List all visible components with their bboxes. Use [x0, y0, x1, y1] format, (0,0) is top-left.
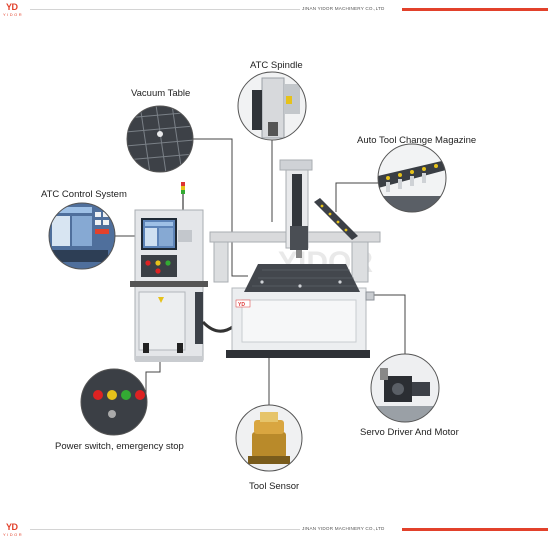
footer-company-name: JINAN YIDOR MACHINERY CO.,LTD	[302, 526, 385, 531]
power-cable	[201, 320, 235, 333]
header-divider	[30, 9, 300, 10]
cabinet-button-red	[145, 260, 151, 266]
yidor-logo: YD YIDOR	[3, 2, 24, 17]
spindle-head	[290, 226, 308, 250]
yidor-logo: YD YIDOR	[3, 522, 24, 537]
cnc-machine: YD	[209, 159, 381, 358]
control-cabinet	[130, 182, 208, 362]
cabinet-button-green	[165, 260, 171, 266]
callout-power-switch	[80, 368, 148, 436]
page-footer: YD YIDOR JINAN YIDOR MACHINERY CO.,LTD	[0, 522, 550, 538]
callout-tool-sensor	[235, 404, 303, 472]
signal-tower-green	[181, 190, 185, 194]
callout-control-system	[48, 202, 116, 270]
header-accent-bar	[402, 8, 548, 11]
cabinet-button-yellow	[155, 260, 161, 266]
svg-text:YD: YD	[238, 302, 245, 308]
label-tool-magazine: Auto Tool Change Magazine	[357, 135, 477, 146]
label-vacuum-table: Vacuum Table	[131, 88, 191, 99]
callout-servo	[370, 353, 440, 423]
leader-servo	[373, 294, 406, 354]
label-atc-spindle: ATC Spindle	[250, 60, 303, 71]
leader-magazine	[335, 182, 378, 212]
callout-tool-magazine	[377, 143, 447, 213]
header-company-name: JINAN YIDOR MACHINERY CO.,LTD	[302, 6, 385, 11]
label-control-system: ATC Control System	[41, 189, 127, 200]
label-power-switch: Power switch, emergency stop	[55, 441, 184, 452]
callout-vacuum-table	[126, 105, 194, 173]
leader-vacuum	[192, 138, 248, 277]
signal-tower-red	[181, 182, 185, 186]
label-servo: Servo Driver And Motor	[360, 427, 459, 438]
signal-tower-yellow	[181, 186, 185, 190]
callout-atc-spindle	[237, 71, 307, 141]
label-tool-sensor: Tool Sensor	[249, 481, 300, 492]
page-header: YD YIDOR JINAN YIDOR MACHINERY CO.,LTD	[0, 2, 550, 18]
footer-accent-bar	[402, 528, 548, 531]
footer-divider	[30, 529, 300, 530]
